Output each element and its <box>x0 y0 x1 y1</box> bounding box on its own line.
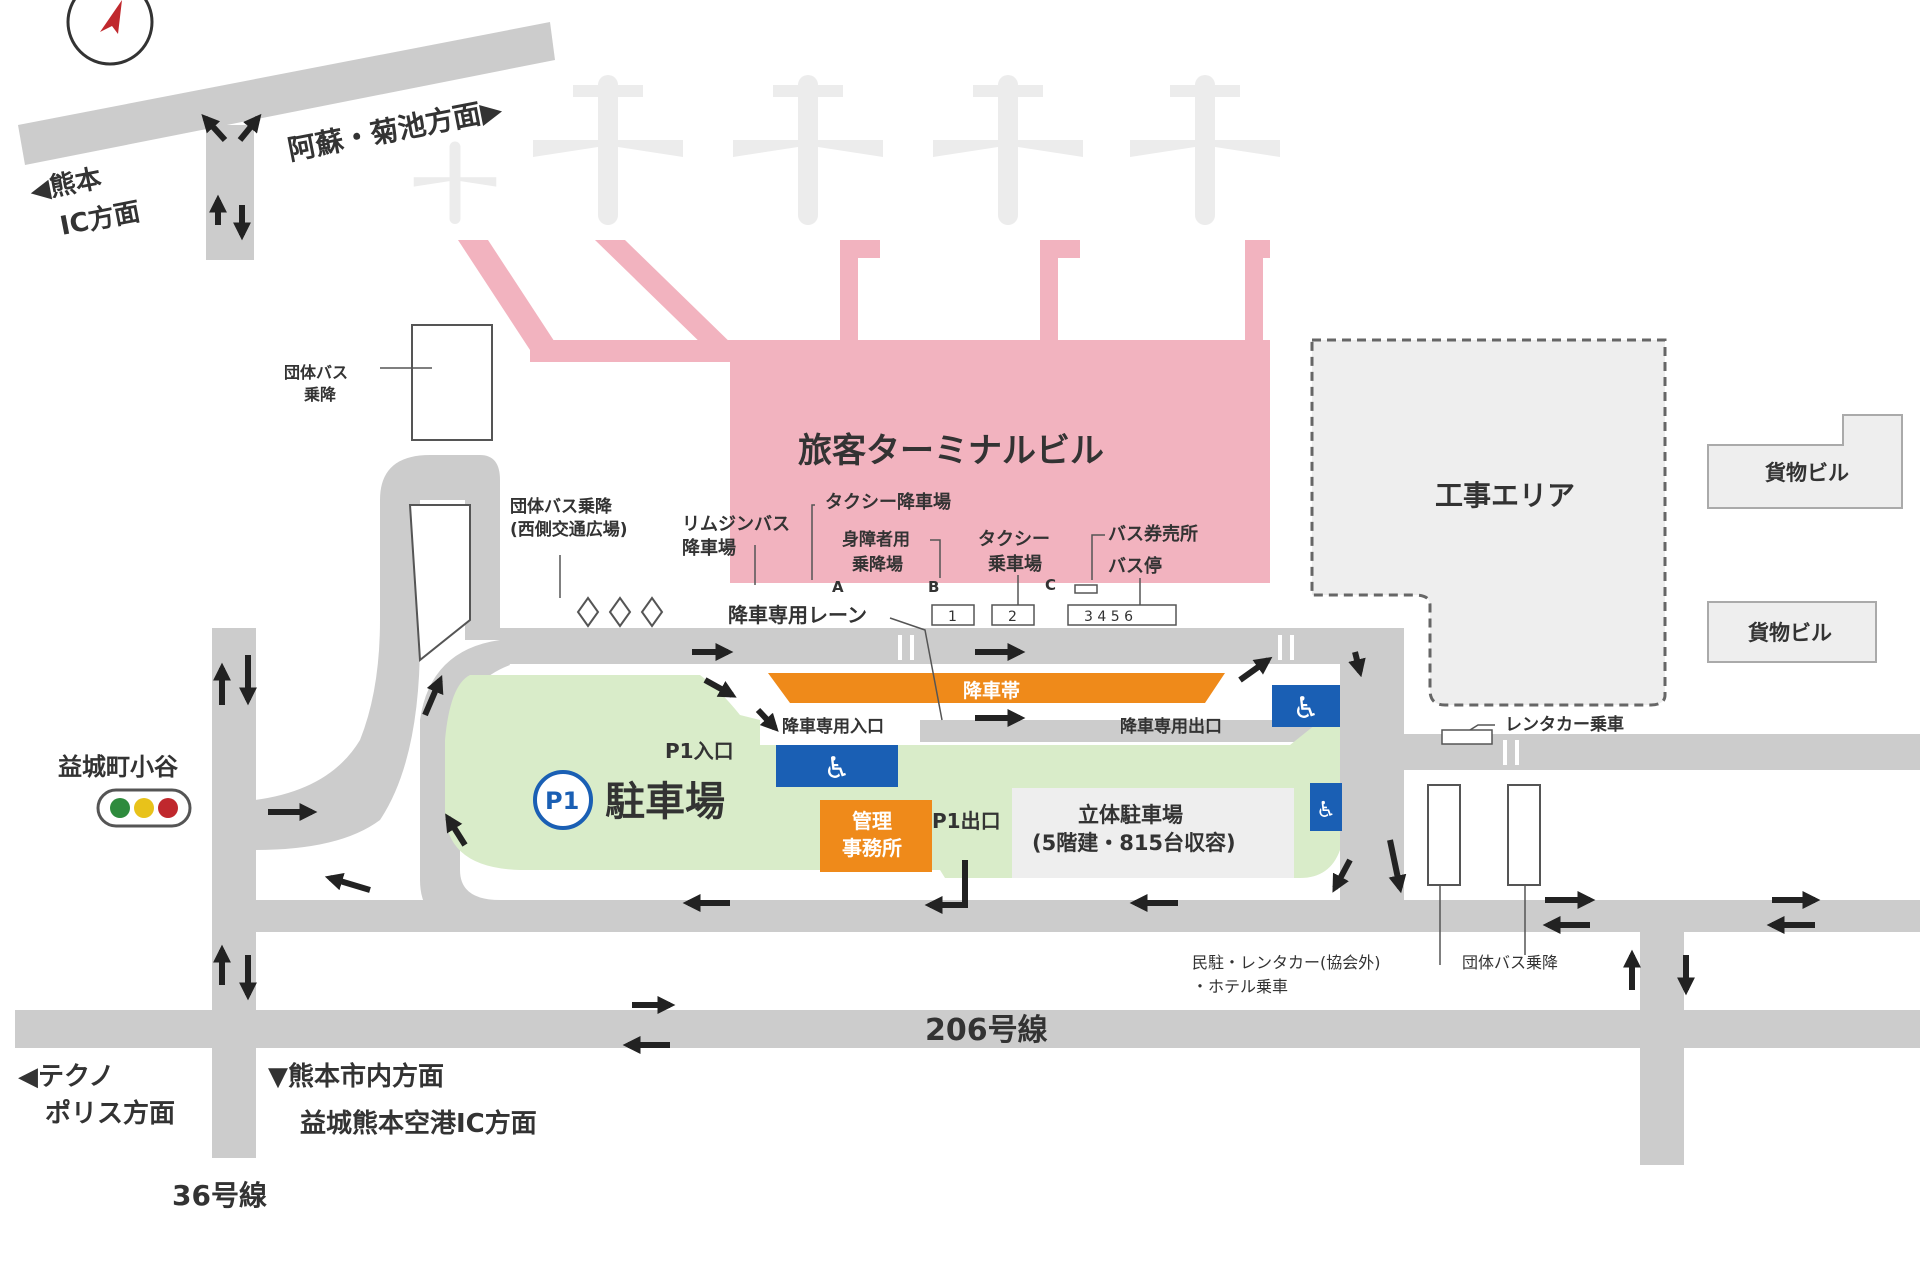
road-south-loop <box>255 900 1920 932</box>
direction-kumamoto-ic-2: IC方面 <box>57 196 142 242</box>
stop-2: 2 <box>1008 609 1017 625</box>
cargo-building-2 <box>1707 601 1877 663</box>
road-west-loop <box>420 640 510 930</box>
rental-ride: レンタカー乗車 <box>1505 714 1624 735</box>
multistory-parking <box>1012 788 1294 878</box>
p1-entrance: P1入口 <box>665 739 734 763</box>
group-bus-top-2: 乗降 <box>304 385 337 404</box>
traffic-arrows <box>201 113 1821 1054</box>
traffic-island <box>408 504 471 662</box>
group-bus-top-1: 団体バス <box>284 363 348 382</box>
drop-entrance: 降車専用入口 <box>782 716 884 737</box>
multistory-label-1: 立体駐車場 <box>1078 803 1183 827</box>
point-b: B <box>928 578 939 596</box>
drop-lane: 降車専用レーン <box>728 603 867 627</box>
road-206 <box>15 1010 1920 1048</box>
crosswalks <box>898 635 1519 765</box>
airplane-icon-2 <box>733 75 883 225</box>
cargo-building-1 <box>1707 414 1903 509</box>
traffic-light-icon <box>96 788 192 828</box>
direction-techno-1: ◀テクノ <box>18 1062 114 1092</box>
road-east-loop <box>1340 628 1404 928</box>
road-36 <box>212 628 256 1158</box>
airplane-icon-4 <box>1130 75 1280 225</box>
airplane-icon-1 <box>533 75 683 225</box>
group-bus-box-east <box>1507 784 1541 886</box>
airplane-icon-3 <box>933 75 1083 225</box>
parking-label: 駐車場 <box>605 779 725 825</box>
wheelchair-icon: ♿ <box>1293 691 1320 726</box>
bus-stop: バス停 <box>1108 555 1162 577</box>
taxi-ride-2: 乗車場 <box>988 553 1042 575</box>
mashiki-oyatsu: 益城町小谷 <box>58 753 179 781</box>
stop-3456: 3 4 5 6 <box>1084 609 1133 625</box>
crossing-diamonds <box>576 596 664 628</box>
taxi-ride-1: タクシー <box>978 529 1050 550</box>
construction-label: 工事エリア <box>1435 479 1575 512</box>
cargo-buildings <box>1707 414 1903 663</box>
accessible-parking-3 <box>1310 783 1342 831</box>
direction-city-2: 益城熊本空港IC方面 <box>300 1108 537 1139</box>
drop-zone-bar <box>768 673 1225 703</box>
office-label-2: 事務所 <box>842 836 902 860</box>
cargo-label-1: 貨物ビル <box>1765 461 1849 485</box>
group-bus-west-2: (西側交通広場) <box>510 519 628 540</box>
compass-icon <box>66 0 154 66</box>
leader-lines <box>559 504 1526 965</box>
point-a: A <box>832 578 844 596</box>
drop-zone-label: 降車帯 <box>963 679 1020 702</box>
accessible-parking: ♿ ♿ ♿ <box>776 685 1342 831</box>
route-36-label: 36号線 <box>172 1179 267 1212</box>
p1-exit: P1出口 <box>932 809 1001 833</box>
road-curbside <box>500 628 1400 664</box>
stop-1: 1 <box>948 609 957 625</box>
direction-kumamoto-ic-1: ◀熊本 <box>27 163 104 207</box>
office-label-1: 管理 <box>852 809 892 833</box>
accessible-parking-1 <box>776 745 898 787</box>
disabled-1: 身障者用 <box>842 529 910 550</box>
terminal-building <box>458 240 1270 583</box>
p1-badge-label: P1 <box>545 787 579 815</box>
point-c: C <box>1045 576 1056 594</box>
direction-city-1: ▼熊本市内方面 <box>268 1061 444 1092</box>
airplane-icons <box>413 75 1280 225</box>
group-bus-box-top <box>411 324 493 441</box>
terminal-label: 旅客ターミナルビル <box>798 431 1104 471</box>
construction-area <box>1310 338 1667 707</box>
accessible-parking-2 <box>1272 685 1340 727</box>
management-office <box>820 800 932 872</box>
disabled-2: 乗降場 <box>851 554 903 575</box>
group-bus-east: 団体バス乗降 <box>1462 953 1558 972</box>
roads <box>15 22 1920 1165</box>
limousine-2: 降車場 <box>682 537 736 559</box>
multistory-label-2: (5階建・815台収容) <box>1032 831 1236 855</box>
private-rental-2: ・ホテル乗車 <box>1192 977 1288 996</box>
bus-ticket: バス券売所 <box>1108 523 1198 545</box>
private-rental-box <box>1427 784 1461 886</box>
group-bus-west-1: 団体バス乗降 <box>510 496 613 517</box>
taxi-drop: タクシー降車場 <box>825 491 951 513</box>
direction-techno-2: ポリス方面 <box>45 1098 175 1129</box>
drop-exit: 降車専用出口 <box>1120 716 1222 737</box>
road-east-connector <box>1640 900 1684 1165</box>
road-north-connector <box>206 125 254 260</box>
rental-car-stop <box>1441 729 1493 745</box>
route-206-label: 206号線 <box>925 1013 1048 1048</box>
bus-stop-boxes <box>931 584 1177 626</box>
cargo-label-2: 貨物ビル <box>1748 621 1832 645</box>
airplane-icon-5 <box>413 141 497 224</box>
private-rental-1: 民駐・レンタカー(協会外) <box>1192 953 1381 972</box>
limousine-1: リムジンバス <box>682 514 790 535</box>
p1-badge <box>533 770 593 830</box>
road-northwest <box>18 22 555 165</box>
wheelchair-icon: ♿ <box>824 751 851 786</box>
wheelchair-icon: ♿ <box>1316 798 1336 823</box>
